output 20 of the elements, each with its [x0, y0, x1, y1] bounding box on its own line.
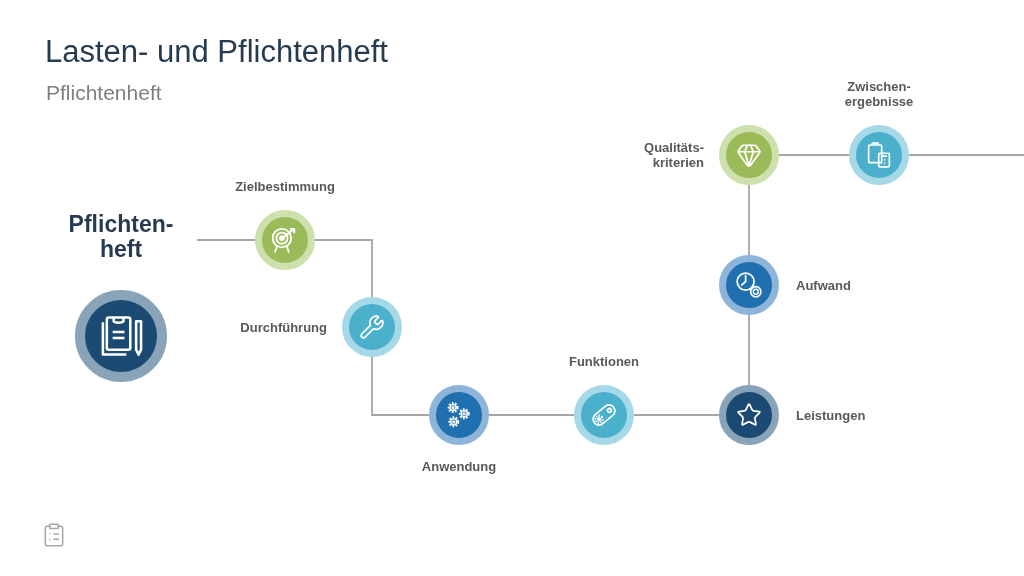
node-heading: Pflichten- heft — [68, 212, 174, 262]
connector-line — [488, 414, 575, 416]
node-label: Funktionen — [569, 354, 639, 369]
node-label: Zielbestimmung — [235, 179, 335, 194]
node-label: Leistungen — [796, 407, 866, 423]
node-label: Durchführung — [240, 319, 327, 335]
connector-line — [748, 314, 750, 386]
slide-title: Lasten- und Pflichtenheft — [45, 33, 388, 71]
connector-line — [908, 154, 1024, 156]
connector-line — [314, 239, 373, 298]
node-label: Anwendung — [421, 459, 497, 474]
node-label: Zwischen- ergebnisse — [844, 79, 914, 109]
slide-subtitle: Pflichtenheft — [46, 80, 162, 106]
node-label: Qualitäts- kriterien — [644, 140, 704, 170]
node-label: Aufwand — [796, 277, 851, 293]
connector-line — [196, 239, 256, 241]
connector-line — [371, 356, 430, 416]
connector-line — [778, 154, 850, 156]
connector-line — [748, 184, 750, 256]
connector-line — [633, 414, 720, 416]
